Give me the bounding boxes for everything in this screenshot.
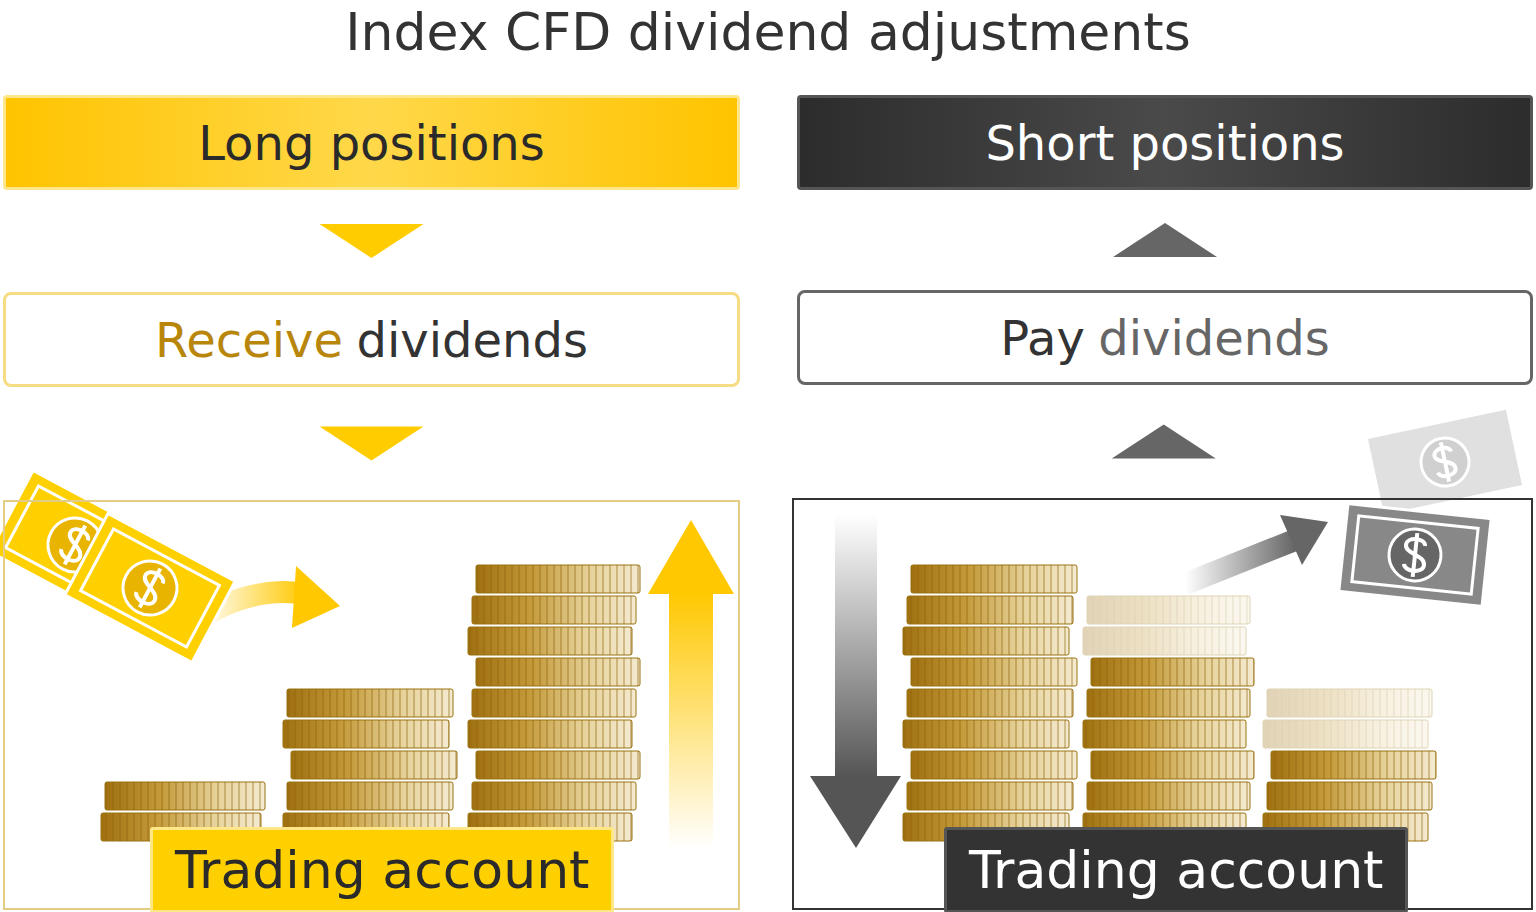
- node-label: Short positions: [985, 115, 1344, 171]
- account-label: Trading account: [150, 827, 614, 912]
- coin: [1087, 689, 1250, 717]
- coin: [291, 751, 457, 779]
- coin: [907, 689, 1073, 717]
- coin: [907, 596, 1073, 624]
- flow-arrow: [1112, 425, 1216, 459]
- coin: [287, 782, 453, 810]
- node-label: Receive: [155, 312, 343, 368]
- coin: [1091, 751, 1254, 779]
- coin: [476, 658, 640, 686]
- coin-stacks: [101, 565, 1436, 841]
- coin: [476, 565, 640, 593]
- coin: [1263, 720, 1428, 748]
- account-panel: Trading account: [792, 498, 1533, 910]
- node-label: dividends: [1098, 310, 1329, 366]
- flow-arrow: [320, 224, 424, 258]
- banknote-icon: [1339, 504, 1491, 607]
- flow-arrow: [1113, 223, 1217, 257]
- coin: [903, 720, 1069, 748]
- coin: [1267, 782, 1432, 810]
- coin: [911, 658, 1077, 686]
- position-header: Short positions: [797, 95, 1533, 190]
- outflow-arrow: [1185, 515, 1328, 584]
- account-panel: Trading account: [3, 500, 740, 910]
- coin: [472, 782, 636, 810]
- action-box: Paydividends: [797, 290, 1533, 385]
- increase-arrow: [648, 520, 734, 850]
- coin: [1267, 689, 1432, 717]
- coin: [1087, 782, 1250, 810]
- coin: [907, 782, 1073, 810]
- coin: [1091, 658, 1254, 686]
- diagram-title: Index CFD dividend adjustments: [0, 0, 1536, 64]
- coin: [1087, 596, 1250, 624]
- coin: [911, 751, 1077, 779]
- coin: [1083, 627, 1246, 655]
- position-header: Long positions: [3, 95, 740, 190]
- coin: [903, 627, 1069, 655]
- node-label: dividends: [356, 312, 587, 368]
- account-label: Trading account: [944, 827, 1408, 912]
- coin: [472, 596, 636, 624]
- coin: [472, 689, 636, 717]
- coin: [476, 751, 640, 779]
- coin: [283, 720, 449, 748]
- banknote-icon: [65, 514, 235, 663]
- coin: [1271, 751, 1436, 779]
- coin: [468, 720, 632, 748]
- node-label: Long positions: [198, 115, 545, 171]
- coin: [105, 782, 265, 810]
- coin: [911, 565, 1077, 593]
- coin: [468, 627, 632, 655]
- coin: [287, 689, 453, 717]
- coin: [1083, 720, 1246, 748]
- decrease-arrow: [810, 515, 901, 848]
- node-label: Pay: [1000, 310, 1085, 366]
- action-box: Receivedividends: [3, 292, 740, 387]
- flow-arrow: [320, 427, 424, 461]
